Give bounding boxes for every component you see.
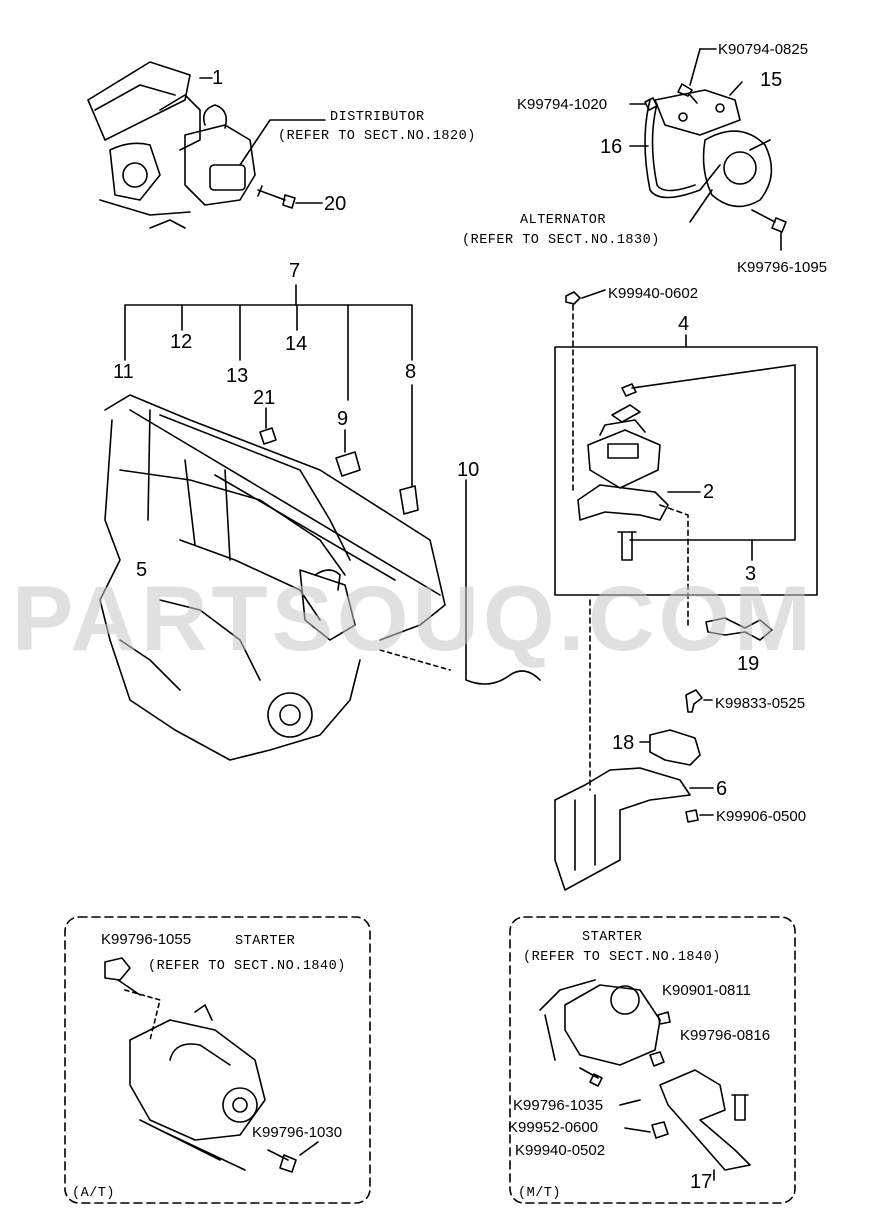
callout-21: 21 [253, 387, 275, 409]
part-k99952-0600: K99952-0600 [508, 1119, 598, 1136]
callout-11: 11 [113, 361, 134, 383]
bracket-6 [554, 767, 691, 891]
callout-20: 20 [324, 193, 346, 215]
callout-1: 1 [212, 67, 223, 89]
callout-17: 17 [690, 1171, 712, 1193]
bolt-20 [257, 185, 296, 209]
callout-18: 18 [612, 732, 634, 754]
engine-block-drawing [99, 394, 446, 761]
callout-5: 5 [136, 559, 147, 581]
ignition-coil-group-box [554, 346, 818, 596]
clip-21 [259, 427, 277, 445]
bolt-k99796-1095 [751, 209, 787, 233]
note-starter-mt: STARTER [582, 930, 642, 945]
callout-16: 16 [600, 136, 622, 158]
callout-3: 3 [745, 563, 756, 585]
clip-k99833-0525 [685, 689, 703, 713]
distributor-drawing [87, 61, 256, 229]
note-starter-at-ref: (REFER TO SECT.NO.1840) [148, 959, 346, 974]
callout-14: 14 [285, 333, 307, 355]
bolt-k99796-1030 [267, 1149, 297, 1173]
inset-at-frame [64, 916, 371, 1204]
sensor-18 [649, 729, 701, 766]
note-starter-mt-ref: (REFER TO SECT.NO.1840) [523, 950, 721, 965]
bracket-2 [577, 484, 669, 521]
bolt-k99796-0816 [731, 1094, 749, 1121]
starter-at-drawing [104, 957, 266, 1171]
note-alternator-ref: (REFER TO SECT.NO.1830) [462, 233, 660, 248]
starter-mt-drawing [539, 979, 751, 1181]
label-mt: (M/T) [518, 1186, 561, 1201]
part-k99940-0502: K99940-0502 [515, 1142, 605, 1159]
watermark: PARTSOUQ.COM [12, 568, 815, 670]
callout-19: 19 [737, 653, 759, 675]
alternator-drawing [644, 89, 773, 208]
nut-k99906-0500 [685, 809, 699, 823]
callout-8: 8 [405, 361, 416, 383]
note-starter-at: STARTER [235, 934, 295, 949]
bolt-3 [617, 531, 637, 561]
callout-13: 13 [226, 365, 248, 387]
part-k99906-0500: K99906-0500 [716, 808, 806, 825]
callout-7: 7 [289, 260, 300, 282]
note-distributor: DISTRIBUTOR [330, 110, 425, 125]
part-k99796-1035: K99796-1035 [513, 1097, 603, 1114]
part-k99796-1095: K99796-1095 [737, 259, 827, 276]
callout-9: 9 [337, 408, 348, 430]
callout-2: 2 [703, 481, 714, 503]
sensor-19 [705, 617, 773, 641]
part-k90901-0811: K90901-0811 [662, 982, 751, 999]
nut-k99940-0602 [565, 291, 581, 305]
connector-8 [399, 485, 419, 515]
harness-bracket-7 [124, 284, 413, 401]
callout-12: 12 [170, 331, 192, 353]
part-k99940-0602: K99940-0602 [608, 285, 698, 302]
part-k90794-0825: K90794-0825 [718, 41, 808, 58]
connector-9 [335, 451, 361, 477]
part-k99796-1055: K99796-1055 [101, 931, 191, 948]
ignition-coil-drawing [587, 364, 796, 541]
label-at: (A/T) [72, 1186, 115, 1201]
bracket-17 [659, 1069, 751, 1171]
callout-10: 10 [457, 459, 479, 481]
washer-k99952-0600 [649, 1051, 665, 1067]
part-k99833-0525: K99833-0525 [715, 695, 805, 712]
bolt-k90794-0825 [677, 83, 698, 104]
nut-k90901-0811 [657, 1011, 671, 1025]
note-distributor-ref: (REFER TO SECT.NO.1820) [278, 129, 476, 144]
nut-k99940-0502 [651, 1121, 669, 1139]
callout-15: 15 [760, 69, 782, 91]
note-alternator: ALTERNATOR [520, 213, 606, 228]
bolt-k99796-1035 [579, 1067, 603, 1087]
callout-6: 6 [716, 778, 727, 800]
inset-mt-frame [509, 916, 796, 1204]
part-k99796-0816: K99796-0816 [680, 1027, 770, 1044]
cable-10 [465, 479, 541, 685]
part-k99794-1020: K99794-1020 [517, 96, 607, 113]
bolt-k99794-1020 [644, 97, 658, 111]
callout-4: 4 [678, 313, 689, 335]
part-k99796-1030: K99796-1030 [252, 1124, 342, 1141]
